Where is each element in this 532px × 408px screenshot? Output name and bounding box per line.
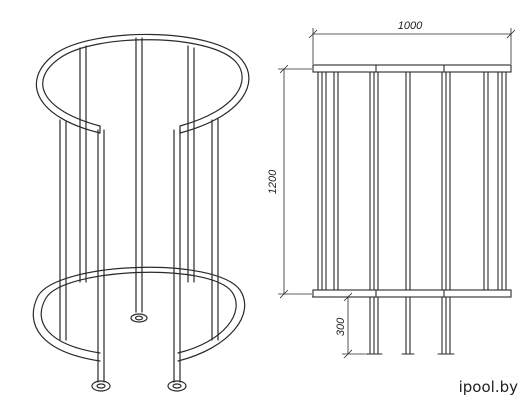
back-uprights [79,37,195,313]
front-uprights [97,129,181,383]
dimension-height [278,64,312,299]
front-view [312,64,512,355]
side-uprights [59,117,219,341]
dimension-leg [312,292,365,359]
top-ring [35,33,250,134]
dimension-width [308,28,516,64]
legs [365,296,455,355]
front-view-bars [317,71,507,291]
perspective-view [32,33,250,392]
bottom-rail [312,289,512,298]
watermark-logo: ipool.by [458,378,518,396]
top-rail [312,64,512,73]
bottom-ring [32,266,246,362]
dimension-leg-label: 300 [335,317,347,336]
dimension-height-label: 1200 [267,169,279,194]
feet [91,313,187,392]
dimension-width-label: 1000 [398,20,423,32]
